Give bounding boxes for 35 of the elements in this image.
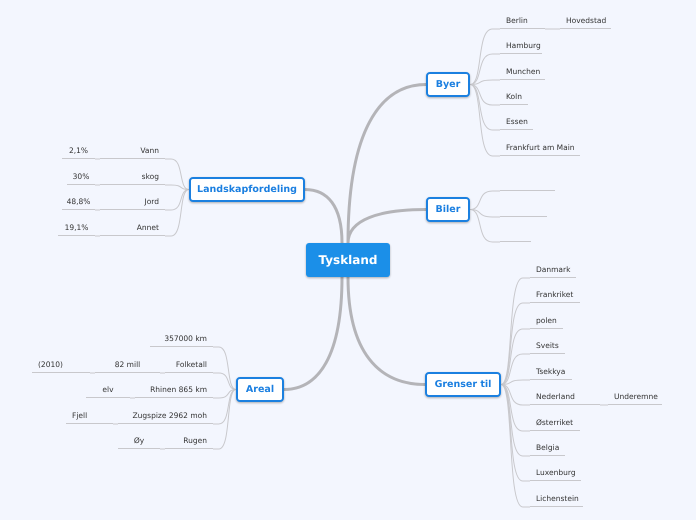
connector-line: [500, 384, 530, 482]
connector-line: [160, 448, 166, 450]
connector-line: [470, 54, 500, 85]
connector-line: [212, 389, 236, 398]
connector-line: [212, 389, 236, 450]
connector-line: [544, 28, 560, 30]
connector-line: [212, 389, 236, 424]
connector-line: [94, 184, 100, 186]
central-topic-box: Tyskland: [306, 243, 390, 277]
connector-line: [160, 372, 166, 374]
topic-box: Areal: [236, 377, 284, 402]
connector-line: [500, 278, 530, 385]
topic-box: Grenser til: [425, 372, 501, 397]
connector-line: [164, 189, 190, 210]
connector-line: [346, 276, 426, 386]
connector-line: [212, 372, 236, 390]
connector-line: [94, 158, 100, 160]
topic-box: Landskapfordeling: [189, 177, 305, 202]
connector-line: [470, 190, 500, 210]
connector-line: [500, 380, 530, 385]
connector-line: [470, 209, 500, 242]
connector-line: [470, 84, 500, 156]
topic-box: Biler: [426, 197, 470, 222]
connector-line: [284, 276, 344, 391]
connector-line: [600, 404, 608, 406]
connector-line: [470, 28, 500, 85]
connector-line: [164, 184, 190, 190]
connector-line: [346, 208, 426, 244]
topic-box: Byer: [426, 72, 470, 97]
connector-line: [304, 188, 344, 244]
connector-line: [164, 189, 190, 236]
connector-line: [500, 384, 530, 508]
connector-line: [212, 346, 236, 390]
connector-line: [90, 372, 96, 374]
connector-line: [164, 158, 190, 190]
